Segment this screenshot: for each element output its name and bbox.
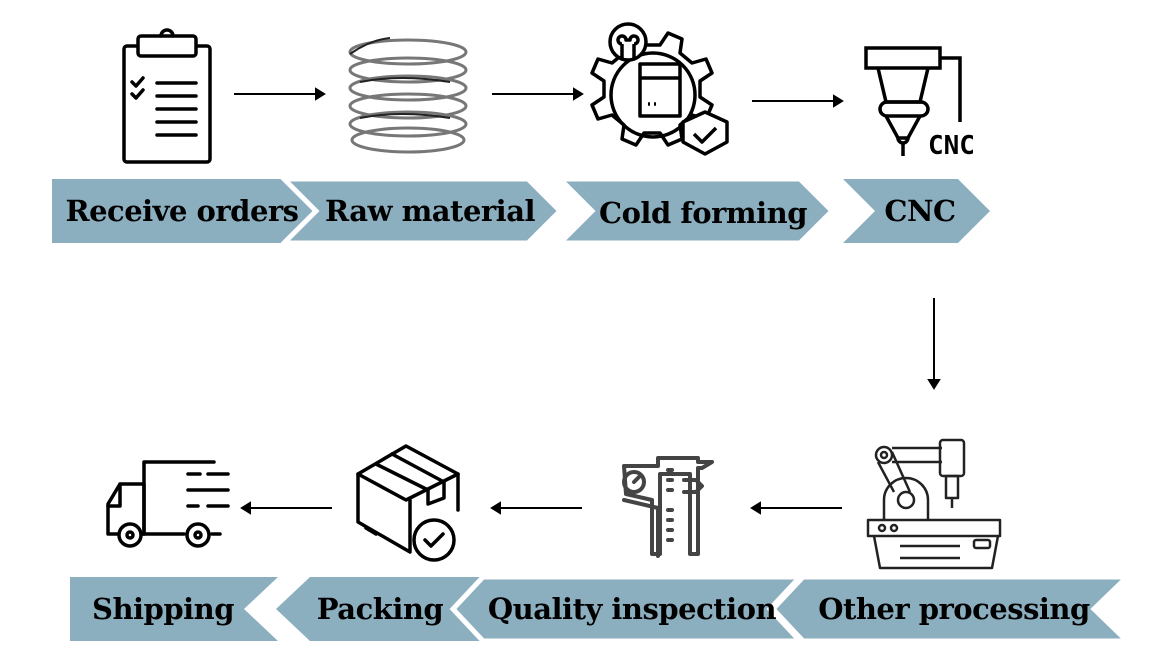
banner-other-processing: [769, 574, 1134, 644]
gear-idea-box-icon: [590, 22, 729, 156]
banner-cold-forming: [553, 176, 836, 246]
step-label-cnc: CNC: [884, 194, 956, 228]
step-label-raw-material: Raw material: [324, 194, 536, 228]
banner-shipping: [70, 577, 278, 641]
step-label-packing: Packing: [316, 592, 444, 626]
arrow-2: [492, 87, 584, 101]
arrow-7: [240, 501, 332, 515]
box-check-icon: [356, 444, 460, 562]
banner-raw-material: [277, 176, 564, 246]
banner-packing: [276, 577, 480, 641]
banner-cnc: [843, 179, 990, 243]
cnc-spindle-icon: [864, 46, 962, 156]
delivery-truck-icon: [106, 460, 230, 548]
cnc-icon-text: CNC: [928, 131, 975, 161]
step-label-shipping: Shipping: [92, 592, 234, 626]
caliper-icon: [622, 456, 714, 558]
arrow-5: [750, 501, 842, 515]
step-label-cold-forming: Cold forming: [599, 196, 807, 230]
arrow-6: [490, 501, 582, 515]
banner-receive-orders: [52, 179, 328, 243]
robotic-machine-icon: [866, 438, 1002, 570]
arrow-1: [234, 87, 326, 101]
arrow-3: [752, 94, 844, 108]
coil-spring-icon: [348, 37, 468, 154]
arrow-down: [927, 298, 941, 390]
step-label-receive-orders: Receive orders: [65, 194, 299, 228]
step-label-other-processing: Other processing: [818, 592, 1090, 626]
step-label-quality-inspection: Quality inspection: [487, 592, 777, 626]
clipboard-checklist-icon: [122, 28, 212, 164]
